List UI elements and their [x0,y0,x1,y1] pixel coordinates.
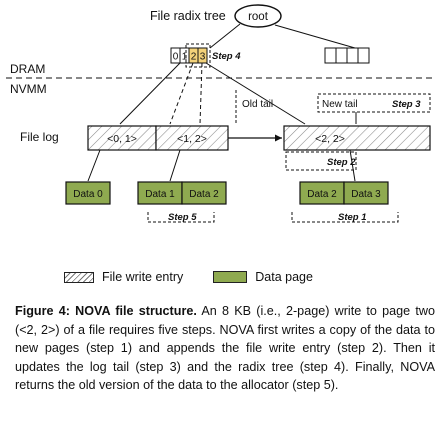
data-page-swatch [213,271,248,283]
data-page-label: Data 2 [189,189,219,200]
root-edge [274,24,356,49]
figure-label: Figure 4: [15,304,70,318]
log-entry [283,125,431,151]
data-pointer [349,149,356,182]
figure-title: NOVA file structure. [75,304,197,318]
data-page [181,181,227,205]
data-page [343,181,389,205]
radix-tree-label: File radix tree [150,9,226,23]
figure-caption: Figure 4: NOVA file structure. An 8 KB (… [15,302,435,395]
file-write-entry-swatch [64,271,94,283]
new-tail-label: New tail [322,99,358,110]
step2-box [285,151,357,171]
radix-slot-label: 2 [191,52,197,63]
log-entry [155,125,229,151]
old-tail-label: Old tail [242,99,273,110]
data-pointer [169,149,181,182]
log-entry [87,125,157,151]
legend-page-label: Data page [255,270,313,284]
data-pointer [87,149,101,182]
data-page-label: Data 3 [351,189,381,200]
root-node [234,4,282,28]
log-entry-label: <2, 2> [315,133,345,145]
radix-slot-highlighted [197,47,208,64]
old-pointer [169,62,194,125]
data-page-label: Data 0 [73,189,103,200]
step4-box [185,43,211,68]
pointer-slot0 [119,62,181,125]
step5-bracket [147,212,215,223]
root-node-label: root [248,11,269,23]
radix-node-right [324,47,370,64]
radix-slot-label: 1 [182,52,188,63]
caption-body: An 8 KB (i.e., 2-page) write to page two… [15,304,435,393]
data-pages: Data 0 Data 1 Data 2 Data 2 Data 3 [65,181,389,205]
old-pointer [199,62,203,125]
log-entry-label: <1, 2> [177,133,207,145]
data-page [65,181,111,205]
dram-label: DRAM [10,62,45,76]
step4-label: Step 4 [212,51,241,62]
radix-node-left: 0 1 2 3 [170,47,208,64]
legend: File write entry Data page [64,270,313,284]
nvmm-label: NVMM [10,82,47,96]
step2-label: Step 2 [327,157,356,168]
data-page-label: Data 1 [145,189,175,200]
data-page-label: Data 2 [307,189,337,200]
step3-box [317,93,431,113]
radix-slot-label: 0 [173,52,179,63]
step1-bracket [291,212,399,223]
step3-label: Step 3 [392,99,421,110]
new-pointer [205,62,306,125]
nova-file-structure-diagram: File radix tree root 0 1 2 3 Step 4 DRAM… [6,4,434,223]
step5-label: Step 5 [168,212,197,223]
file-log-label: File log [20,130,59,144]
log-entry-label: <0, 1> [107,133,137,145]
legend-entry-label: File write entry [102,270,184,284]
step1-label: Step 1 [338,212,367,223]
radix-slot-label: 3 [200,52,206,63]
root-edge [209,23,241,49]
